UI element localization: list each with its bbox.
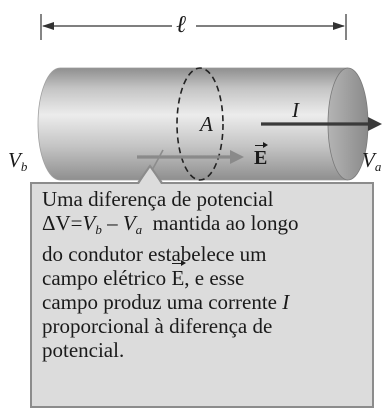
current-arrow <box>261 117 382 131</box>
callout-line-5: campo produz uma corrente I <box>42 290 372 314</box>
cross-section-area <box>176 67 224 181</box>
field-vector-symbol: E <box>254 142 269 169</box>
equals-sign: = <box>70 211 83 235</box>
potential-va-label: Va <box>362 148 382 174</box>
length-dimension <box>40 14 347 40</box>
callout-line-4: campo elétrico E, e esse <box>42 260 372 290</box>
vb-symbol-subscript: b <box>95 222 102 237</box>
va-symbol-subscript: a <box>135 222 143 237</box>
vb-main: V <box>8 148 21 172</box>
va-subscript: a <box>374 159 382 174</box>
callout-line-6: proporcional à diferença de <box>42 314 273 338</box>
va-symbol: V <box>122 211 136 235</box>
callout-line-2: ΔV=Vb – Va mantida ao longo <box>42 211 372 242</box>
potential-vb-label: Vb <box>8 148 28 174</box>
length-label: ℓ <box>176 12 186 38</box>
callout-line-5-start: campo produz uma corrente <box>42 290 283 314</box>
callout-text: Uma diferença de potencial ΔV=Vb – Va ma… <box>42 187 372 362</box>
area-label: A <box>200 112 213 136</box>
callout-line-1: Uma diferença de potencial <box>42 187 274 211</box>
callout-line-4-end: , e esse <box>184 266 245 290</box>
delta-v: ΔV <box>42 211 71 235</box>
cylinder-body <box>37 67 348 181</box>
current-label: I <box>292 98 299 122</box>
electric-field-arrow <box>137 150 244 164</box>
callout-line-2-rest: mantida ao longo <box>142 211 299 235</box>
callout-box <box>30 182 374 408</box>
callout-line-3: do condutor estabelece um <box>42 242 267 266</box>
vb-symbol: V <box>82 211 96 235</box>
callout-line-7: potencial. <box>42 338 125 362</box>
field-vector-inline: E <box>171 260 187 290</box>
vb-subscript: b <box>20 159 28 174</box>
minus-sign: – <box>101 211 123 235</box>
callout-line-4-start: campo elétrico <box>42 266 172 290</box>
field-label: E <box>254 142 269 169</box>
current-symbol-inline: I <box>282 290 290 314</box>
va-main: V <box>362 148 375 172</box>
